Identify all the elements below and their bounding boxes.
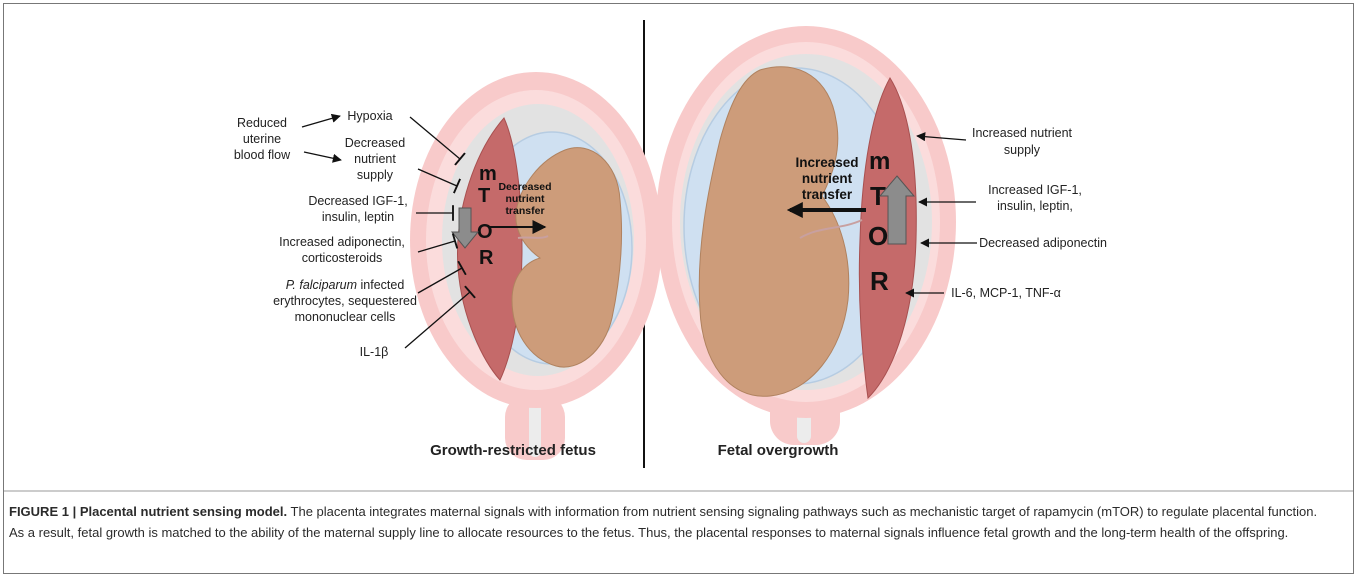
label-falciparum-2: erythrocytes, sequestered: [273, 294, 417, 308]
left-mtor-m: m: [479, 163, 497, 185]
label-reduced-flow-2: uterine: [243, 132, 281, 146]
label-hypoxia: Hypoxia: [347, 109, 392, 123]
label-falciparum-3: mononuclear cells: [295, 310, 396, 324]
label-falciparum-1: P. falciparum infected: [286, 278, 405, 292]
label-increased-adipo-1: Increased adiponectin,: [279, 235, 405, 249]
label-increased-igf-2: insulin, leptin,: [997, 199, 1073, 213]
right-transfer-line3: transfer: [802, 187, 853, 202]
left-transfer-line3: transfer: [505, 205, 544, 217]
left-panel-title: Growth-restricted fetus: [430, 442, 596, 459]
right-transfer-line1: Increased: [795, 155, 858, 170]
left-transfer-line2: nutrient: [505, 193, 545, 205]
right-mtor-o: O: [868, 221, 888, 251]
left-transfer-line1: Decreased: [498, 181, 551, 193]
right-mtor-r: R: [870, 266, 889, 296]
caption-label: FIGURE 1 | Placental nutrient sensing mo…: [9, 504, 287, 519]
label-decreased-igf-2: insulin, leptin: [322, 210, 394, 224]
right-transfer-line2: nutrient: [802, 171, 853, 186]
label-decreased-supply-2: nutrient: [354, 152, 396, 166]
label-reduced-flow-1: Reduced: [237, 116, 287, 130]
label-cytokines: IL-6, MCP-1, TNF-α: [951, 286, 1061, 300]
label-increased-adipo-2: corticosteroids: [302, 251, 383, 265]
label-decreased-adipo: Decreased adiponectin: [979, 236, 1107, 250]
label-increased-igf-1: Increased IGF-1,: [988, 183, 1082, 197]
right-panel-title: Fetal overgrowth: [718, 442, 839, 459]
left-uterus: [410, 72, 662, 460]
right-uterus: [656, 26, 956, 445]
label-il1b: IL-1β: [360, 345, 389, 359]
left-mtor-r: R: [479, 247, 494, 269]
left-mtor-t: T: [478, 185, 490, 207]
label-reduced-flow-3: blood flow: [234, 148, 291, 162]
label-decreased-supply-1: Decreased: [345, 136, 405, 150]
label-decreased-igf-1: Decreased IGF-1,: [308, 194, 407, 208]
label-increased-supply-1: Increased nutrient: [972, 126, 1073, 140]
right-mtor-m: m: [869, 148, 890, 175]
arrow-flow-to-supply: [304, 152, 341, 160]
left-mtor-o: O: [477, 221, 493, 243]
figure-caption: FIGURE 1 | Placental nutrient sensing mo…: [9, 501, 1329, 543]
label-decreased-supply-3: supply: [357, 168, 394, 182]
arrow-flow-to-hypoxia: [302, 116, 340, 127]
label-increased-supply-2: supply: [1004, 143, 1041, 157]
